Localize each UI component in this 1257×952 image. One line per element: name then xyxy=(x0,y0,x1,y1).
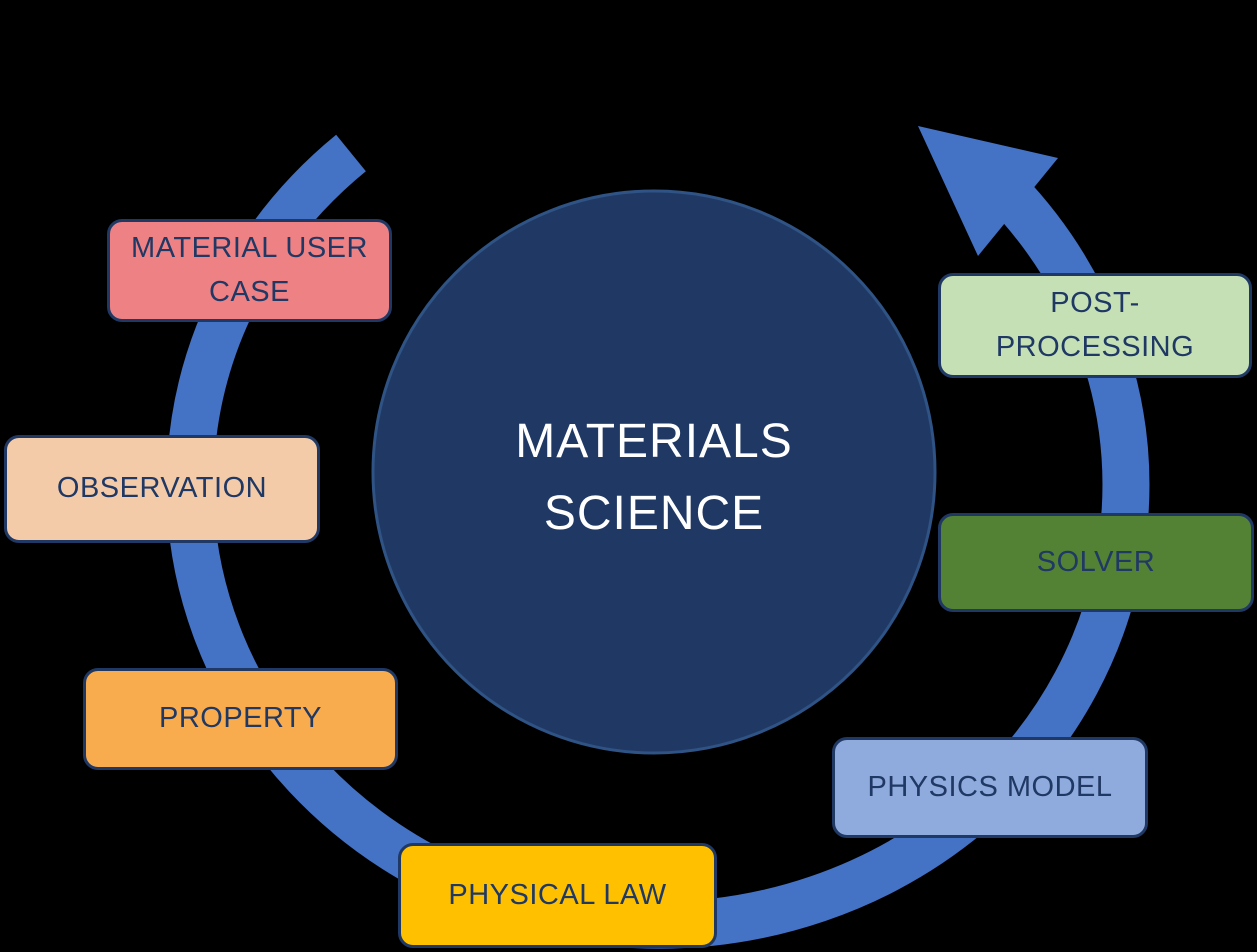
node-material-user-case: MATERIAL USER CASE xyxy=(107,219,392,322)
node-property: PROPERTY xyxy=(83,668,398,770)
node-post-processing: POST- PROCESSING xyxy=(938,273,1252,378)
cycle-arrow-head-icon xyxy=(918,126,1058,256)
node-solver: SOLVER xyxy=(938,513,1254,612)
node-physics-model: PHYSICS MODEL xyxy=(832,737,1148,838)
center-circle xyxy=(371,189,937,755)
node-physical-law: PHYSICAL LAW xyxy=(398,843,717,948)
node-observation: OBSERVATION xyxy=(4,435,320,543)
center-title: MATERIALS SCIENCE xyxy=(515,415,793,540)
